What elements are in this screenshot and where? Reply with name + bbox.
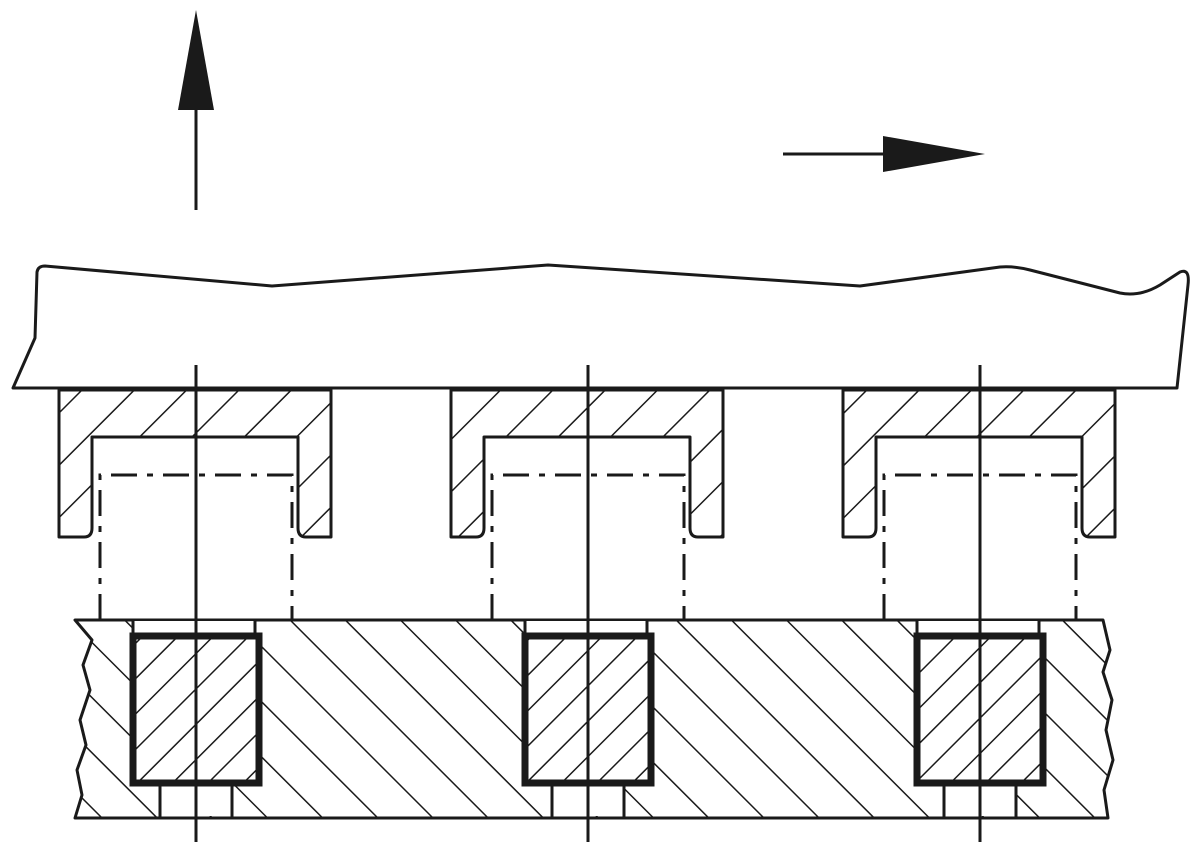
phantom-outline (882, 473, 1078, 620)
slot-top (133, 621, 255, 634)
phantom-outline (98, 473, 294, 620)
cup-section (449, 388, 725, 539)
slot-top (917, 621, 1039, 634)
cup-section (841, 388, 1117, 539)
up-arrow-icon (178, 10, 214, 210)
slot-top (525, 621, 647, 634)
top-workpiece (11, 263, 1190, 390)
phantom-outline (490, 473, 686, 620)
right-arrow-icon (783, 136, 985, 172)
cup-section (57, 388, 333, 539)
